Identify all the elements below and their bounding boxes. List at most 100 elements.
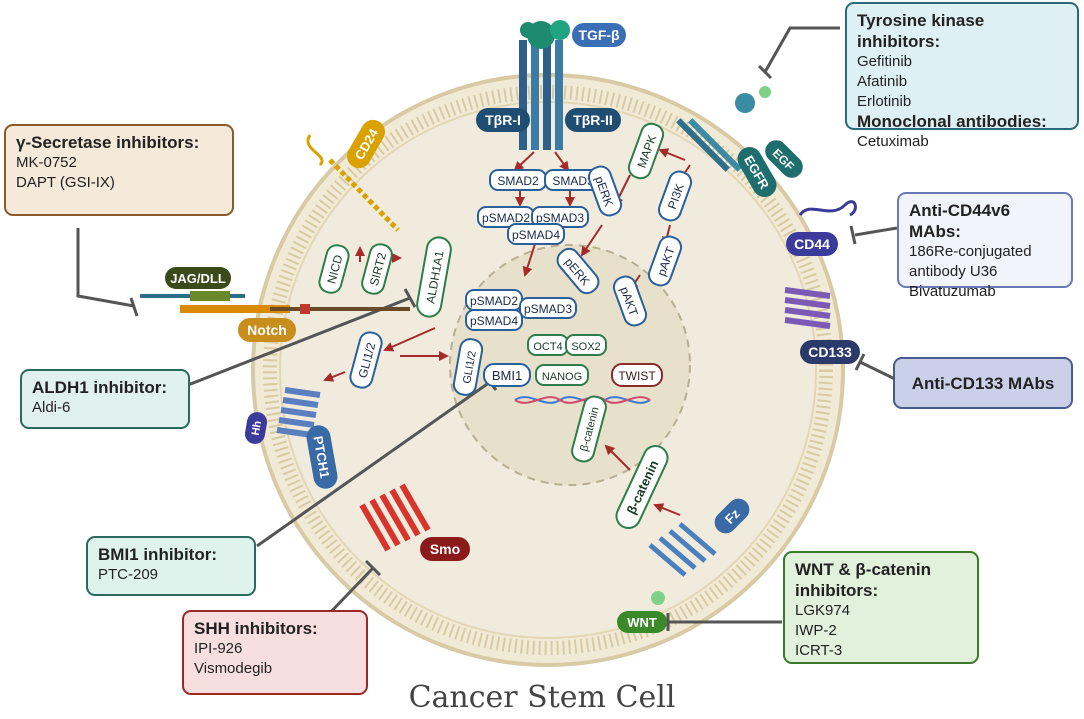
tki-item-1: Gefitinib (857, 53, 913, 70)
svg-text:pSMAD4: pSMAD4 (512, 228, 560, 242)
svg-text:Notch: Notch (247, 322, 287, 338)
smad2-label: SMAD2 (489, 169, 547, 191)
pakt-label: pAKT (647, 235, 683, 287)
tki-item-3: Erlotinib (857, 93, 912, 110)
tgfb-receptor (519, 20, 570, 150)
nuc-psmad3-label: pSMAD3 (519, 297, 577, 319)
shh-item-2: Vismodegib (194, 660, 273, 677)
bmi1-item-1: PTC-209 (98, 566, 159, 583)
smo-label: Smo (420, 537, 470, 561)
smo-receptor (359, 483, 431, 552)
wnt-title-cont: inhibitors: (795, 581, 879, 600)
svg-text:pSMAD2: pSMAD2 (482, 211, 530, 225)
aldh1-item-1: Aldi-6 (32, 399, 71, 416)
tbr1-label: TβR-I (476, 108, 530, 132)
psmad2-label: pSMAD2 (477, 206, 535, 228)
fz-label: Fz (714, 498, 750, 534)
svg-text:SOX2: SOX2 (571, 341, 600, 353)
anti-cd44v6-box: Anti-CD44v6 MAbs: 186Re-conjugated antib… (897, 192, 1073, 300)
gli-label: GLI1/2 (349, 331, 383, 389)
anti-cd133-box: Anti-CD133 MAbs (893, 357, 1073, 409)
svg-text:BMI1: BMI1 (492, 368, 522, 383)
label-pills: TGF-β TβR-I TβR-II SMAD2 SMAD3 pSMAD2 pS… (165, 23, 860, 633)
wnt-label: WNT (617, 611, 667, 633)
shh-item-1: IPI-926 (194, 640, 243, 657)
tbr2-label: TβR-II (565, 108, 621, 132)
cd44v6-item-1: 186Re-conjugated (909, 243, 1032, 260)
cd44v6-item-2: antibody U36 (909, 263, 998, 280)
twist-label: TWIST (611, 363, 663, 387)
aldh1a1-label: ALDH1A1 (416, 236, 452, 318)
nuc-psmad4-label: pSMAD4 (465, 309, 523, 331)
ptch1-receptor (276, 387, 321, 438)
bmi1-inhibitor-box: BMI1 inhibitor: PTC-209 (86, 536, 256, 596)
svg-text:CD133: CD133 (808, 344, 852, 360)
cd24-stalk (306, 134, 400, 232)
dna-helix (514, 396, 651, 404)
oct4-label: OCT4 (527, 334, 569, 356)
mab-title: Monoclonal antibodies: (857, 112, 1047, 131)
nuc-psmad2-label: pSMAD2 (465, 289, 523, 311)
gamma-secretase-box: γ-Secretase inhibitors: MK-0752 DAPT (GS… (4, 124, 234, 216)
ptch1-label: PTCH1 (306, 425, 338, 489)
tgfb-label: TGF-β (572, 23, 626, 47)
perk-label: pERK (587, 165, 623, 217)
svg-text:NANOG: NANOG (542, 371, 582, 383)
nanog-label: NANOG (535, 364, 589, 386)
svg-text:TWIST: TWIST (618, 369, 656, 383)
egfr-receptor (676, 86, 771, 172)
svg-text:TβR-II: TβR-II (573, 112, 613, 128)
wnt-item-2: IWP-2 (795, 622, 837, 639)
notch-receptor (140, 291, 410, 314)
tyrosine-kinase-box: Tyrosine kinase inhibitors: Gefitinib Af… (845, 2, 1079, 150)
svg-text:SMAD2: SMAD2 (497, 174, 539, 188)
psmad4-label: pSMAD4 (507, 223, 565, 245)
wnt-item-1: LGK974 (795, 602, 851, 619)
bmi1-label: BMI1 (483, 363, 531, 387)
cd133-receptor (784, 287, 831, 329)
nuc-gli-label: GLI1/2 (452, 338, 484, 396)
cd44v6-item-3: Bivatuzumab (909, 283, 996, 300)
nicd-label: NICD (318, 244, 350, 294)
bmi1-title: BMI1 inhibitor: (98, 545, 217, 564)
cd133-label: CD133 (800, 340, 860, 364)
wnt-inhibitor-box: WNT & β-catenin inhibitors: LGK974 IWP-2… (783, 551, 979, 664)
svg-text:OCT4: OCT4 (533, 341, 562, 353)
smad3-label: SMAD3 (544, 169, 602, 191)
tki-title: Tyrosine kinase inhibitors: (857, 11, 985, 51)
sirt2-label: SIRT2 (361, 243, 393, 295)
svg-text:PTCH1: PTCH1 (310, 435, 332, 480)
mab-item-1: Cetuximab (857, 133, 929, 150)
gamma-item-2: DAPT (GSI-IX) (16, 174, 115, 191)
hh-label: Hh (244, 412, 268, 444)
nuc-pakt-label: pAKT (612, 275, 648, 327)
figure-caption: Cancer Stem Cell (408, 680, 676, 715)
shh-inhibitor-box: SHH inhibitors: IPI-926 Vismodegib (182, 610, 368, 695)
gamma-secretase-title: γ-Secretase inhibitors: (16, 133, 200, 152)
shh-title: SHH inhibitors: (194, 619, 318, 638)
svg-text:JAG/DLL: JAG/DLL (170, 271, 226, 286)
notch-label: Notch (238, 318, 296, 342)
svg-text:TβR-I: TβR-I (485, 112, 521, 128)
svg-text:TGF-β: TGF-β (578, 27, 620, 43)
pi3k-label: PI3K (657, 170, 693, 222)
svg-text:pSMAD3: pSMAD3 (536, 211, 584, 225)
wnt-item-3: ICRT-3 (795, 642, 843, 659)
cd44v6-title: Anti-CD44v6 MAbs: (909, 201, 1011, 241)
sox2-label: SOX2 (565, 334, 607, 356)
svg-text:pSMAD4: pSMAD4 (470, 314, 518, 328)
aldh1-title: ALDH1 inhibitor: (32, 378, 168, 397)
tki-item-2: Afatinib (857, 73, 908, 90)
svg-text:SMAD3: SMAD3 (552, 174, 594, 188)
nuc-bcatenin-label: β-catenin (571, 395, 607, 463)
cd133-title: Anti-CD133 MAbs (911, 373, 1055, 393)
svg-text:WNT: WNT (627, 615, 657, 630)
cd44-receptor (798, 200, 857, 217)
aldh1-inhibitor-box: ALDH1 inhibitor: Aldi-6 (20, 369, 190, 429)
svg-text:Hh: Hh (250, 420, 264, 437)
wnt-title: WNT & β-catenin (795, 560, 931, 579)
svg-text:pSMAD2: pSMAD2 (470, 294, 518, 308)
svg-text:Smo: Smo (430, 541, 460, 557)
fz-receptor (648, 522, 717, 605)
